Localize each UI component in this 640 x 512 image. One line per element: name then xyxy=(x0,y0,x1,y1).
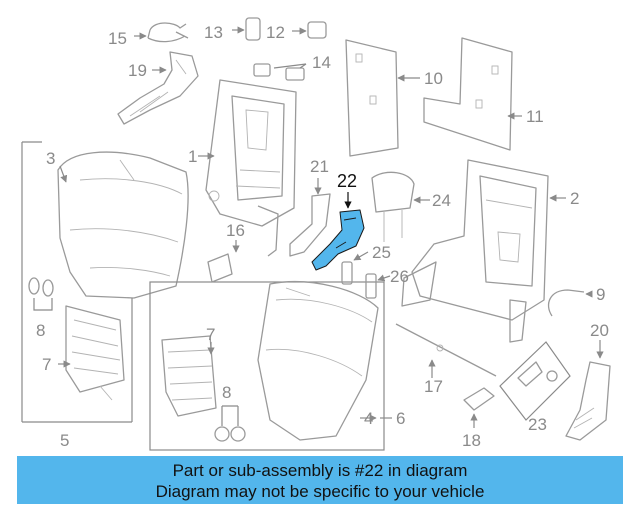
label-18: 18 xyxy=(462,431,481,450)
label-21: 21 xyxy=(310,157,329,176)
part-6-bracket xyxy=(149,281,385,451)
part-15-harness xyxy=(134,22,189,43)
label-13: 13 xyxy=(204,23,223,42)
part-7-seat-heater-upper xyxy=(58,305,125,401)
label-3: 3 xyxy=(46,149,55,168)
label-7-lower: 7 xyxy=(206,325,215,344)
part-19-hinge-cover xyxy=(117,51,199,125)
label-8-lower: 8 xyxy=(222,383,231,402)
label-16: 16 xyxy=(226,221,245,240)
part-8-clips-lower xyxy=(214,405,246,442)
info-banner: Part or sub-assembly is #22 in diagram D… xyxy=(17,456,623,504)
part-9-wire xyxy=(547,289,593,317)
label-11: 11 xyxy=(526,107,544,126)
label-19: 19 xyxy=(128,61,147,80)
part-12-cap xyxy=(292,21,327,39)
part-17-rod xyxy=(395,323,497,378)
banner-line-1: Part or sub-assembly is #22 in diagram xyxy=(172,461,468,480)
part-20-trim xyxy=(565,340,611,441)
part-18-cover xyxy=(463,387,495,428)
part-25-guide xyxy=(341,251,369,285)
part-8-clips-upper xyxy=(28,277,54,311)
part-4-seat-cushion xyxy=(257,281,379,441)
label-14: 14 xyxy=(312,53,331,72)
part-7-seat-heater-lower xyxy=(161,335,217,417)
part-5-bracket xyxy=(21,141,133,423)
part-23-bracket xyxy=(499,341,571,421)
label-24: 24 xyxy=(432,191,451,210)
part-11-back-panel xyxy=(423,37,522,151)
banner-line-2: Diagram may not be specific to your vehi… xyxy=(155,482,485,501)
label-4: 4 xyxy=(364,409,373,428)
part-3-seatback-cover xyxy=(57,151,189,299)
label-17: 17 xyxy=(424,377,443,396)
label-6: 6 xyxy=(396,409,405,428)
part-1-seatback-frame xyxy=(198,79,297,257)
label-25: 25 xyxy=(372,243,391,262)
part-24-headrest xyxy=(371,171,430,242)
part-2-seatback-frame xyxy=(401,159,566,343)
part-14-guides xyxy=(253,63,307,81)
label-1: 1 xyxy=(188,147,197,166)
label-15: 15 xyxy=(108,29,127,48)
label-10: 10 xyxy=(424,69,443,88)
part-22-highlighted xyxy=(311,192,365,271)
part-16-cover xyxy=(207,240,240,283)
label-9: 9 xyxy=(596,285,605,304)
label-22: 22 xyxy=(337,171,357,191)
label-23: 23 xyxy=(528,415,547,434)
part-21-trim xyxy=(289,178,331,257)
part-10-back-panel xyxy=(345,39,420,157)
label-7-upper: 7 xyxy=(42,355,51,374)
label-5: 5 xyxy=(60,431,69,450)
label-26: 26 xyxy=(390,267,409,286)
part-26-guide xyxy=(365,273,391,299)
part-13-clip xyxy=(232,17,261,41)
label-2: 2 xyxy=(570,189,579,208)
label-20: 20 xyxy=(590,321,609,340)
parts-diagram: 15 13 12 14 19 10 11 1 3 21 22 24 2 16 2… xyxy=(21,17,611,451)
label-12: 12 xyxy=(266,23,285,42)
label-8-upper: 8 xyxy=(36,321,45,340)
